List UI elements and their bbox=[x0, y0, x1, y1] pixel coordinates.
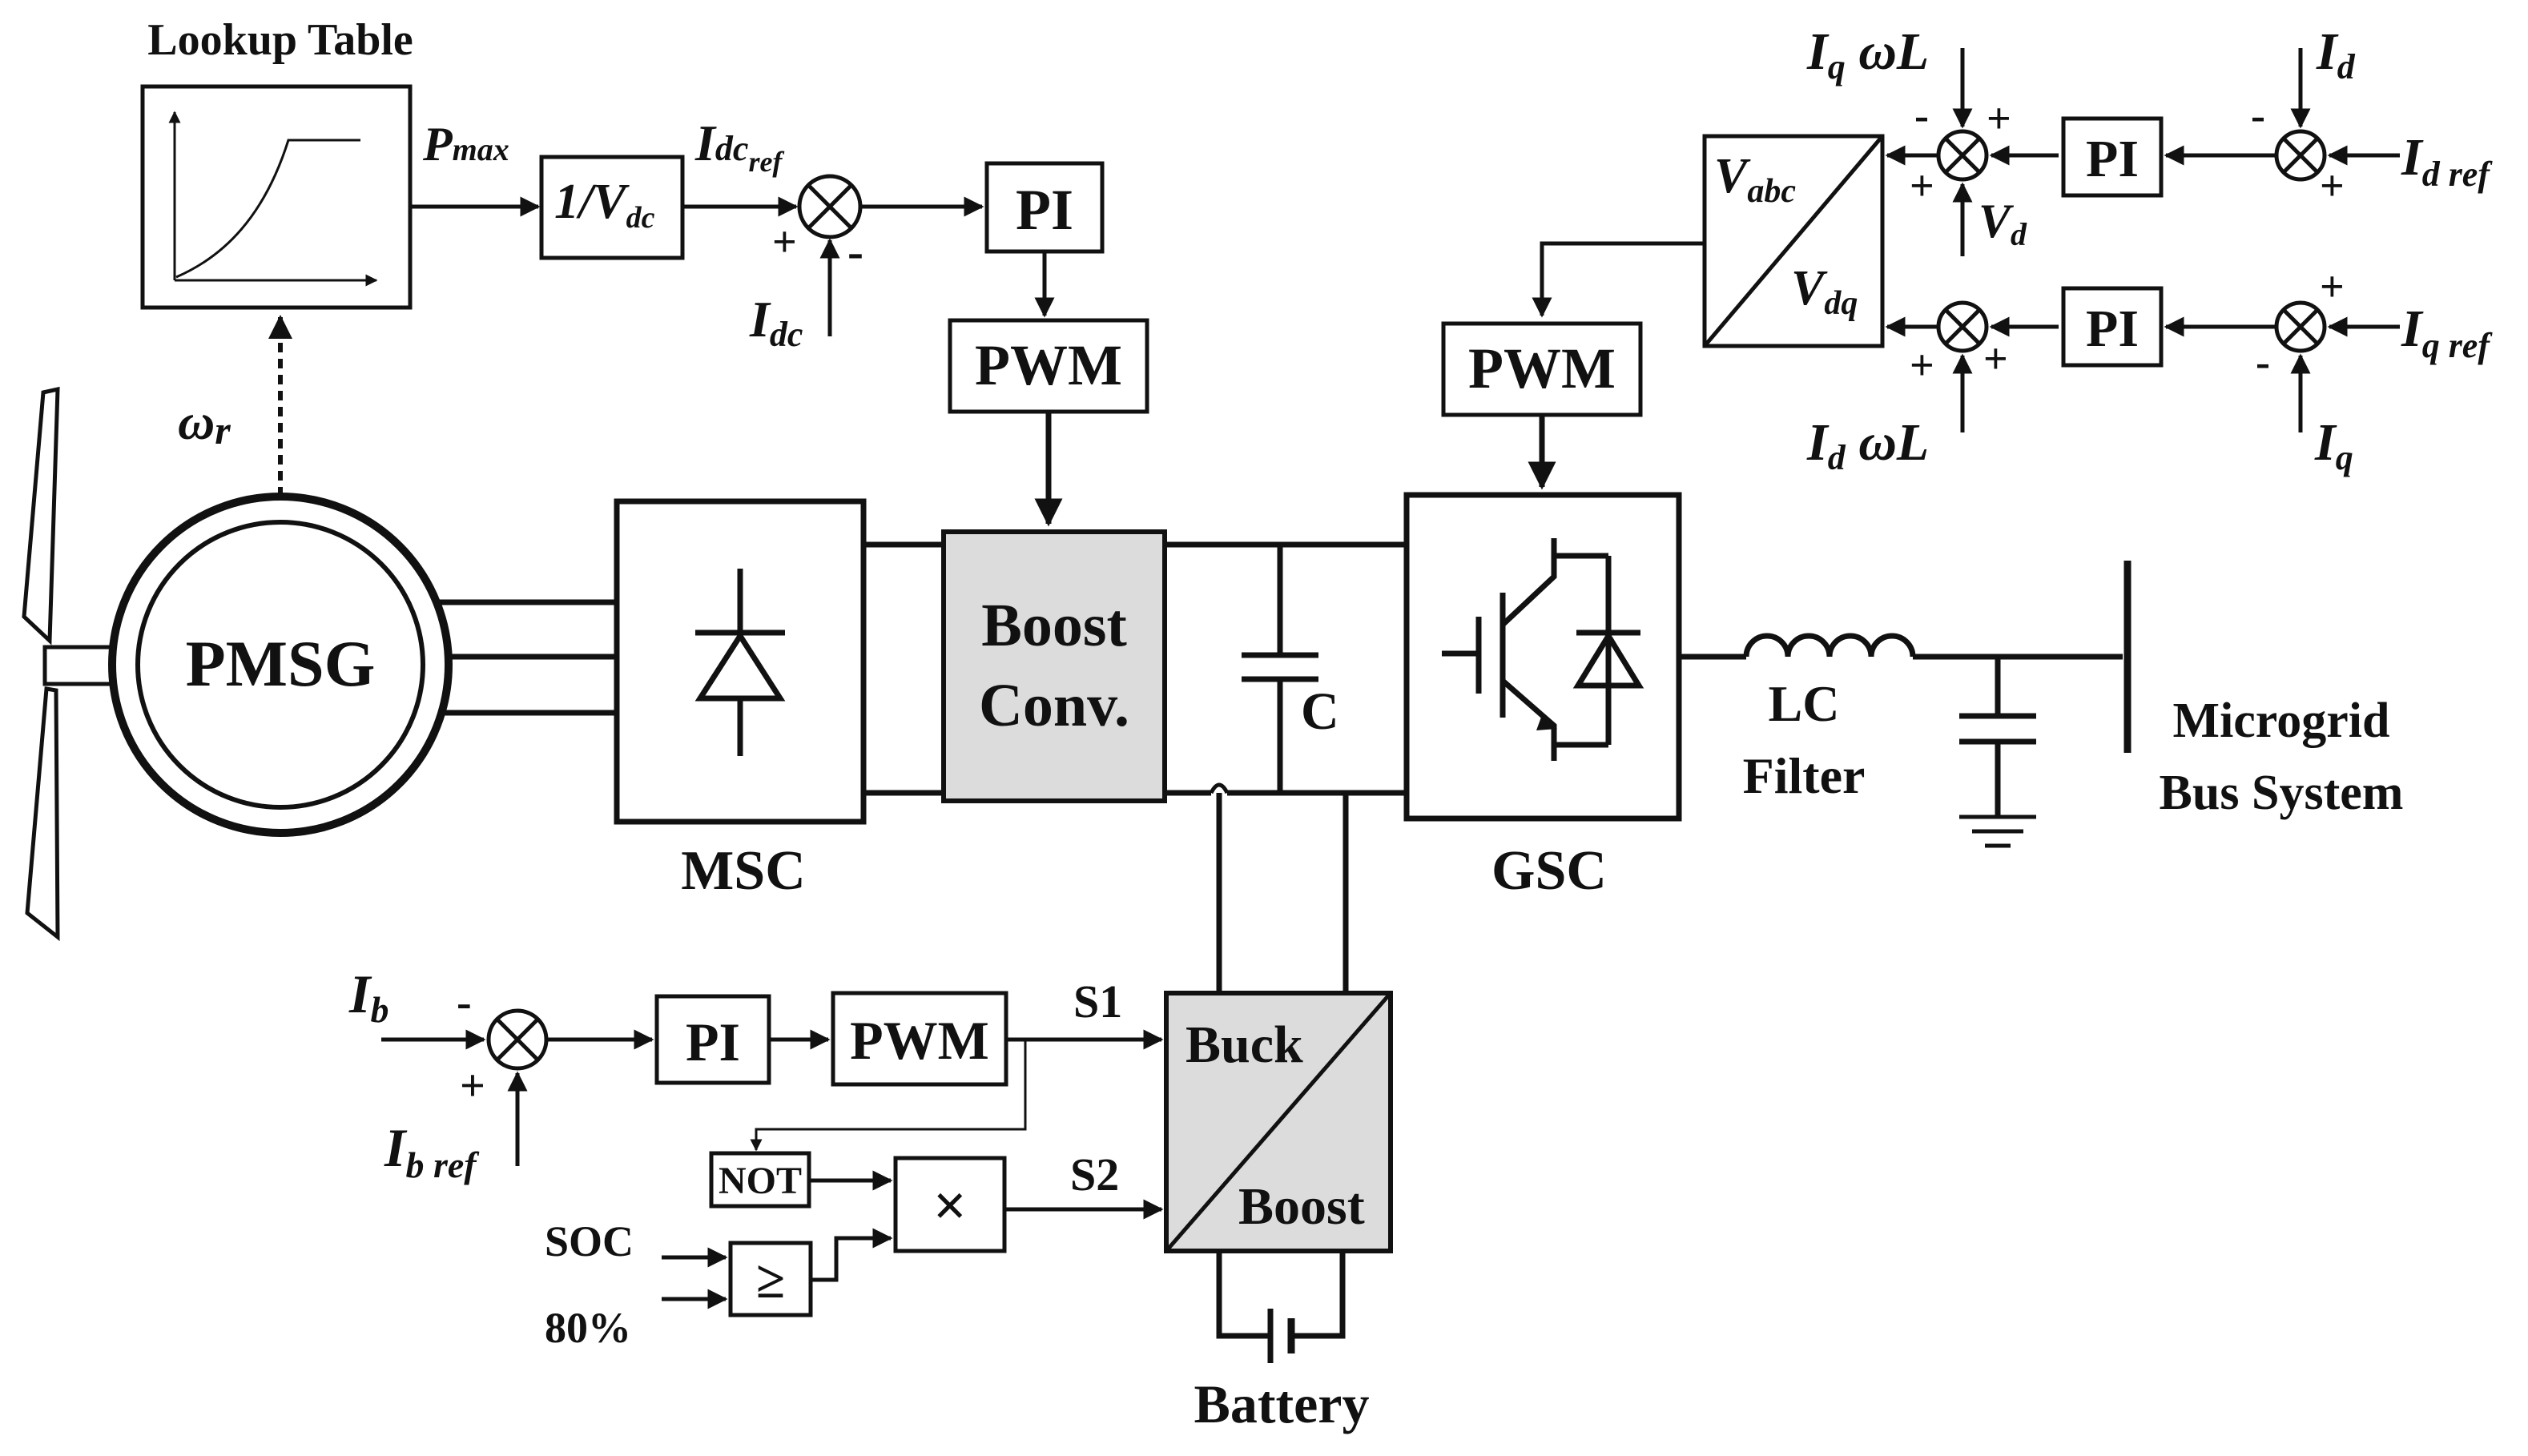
lookup-table-label: Lookup Table bbox=[147, 15, 413, 65]
svg-text:×: × bbox=[933, 1173, 967, 1239]
svg-text:Boost: Boost bbox=[981, 592, 1127, 659]
svg-text:Filter: Filter bbox=[1743, 747, 1866, 804]
svg-text:PI: PI bbox=[2086, 300, 2139, 358]
svg-text:NOT: NOT bbox=[719, 1160, 802, 1202]
battery: Battery bbox=[1194, 1251, 1370, 1434]
svg-text:+: + bbox=[2320, 162, 2345, 210]
pmax-signal: Pmax bbox=[410, 118, 541, 217]
svg-text:Ib ref: Ib ref bbox=[384, 1117, 480, 1185]
svg-text:PI: PI bbox=[686, 1012, 740, 1072]
lc-filter: LC Filter bbox=[1679, 633, 2123, 848]
svg-text:Idc: Idc bbox=[749, 291, 803, 354]
svg-text:Microgrid: Microgrid bbox=[2173, 694, 2390, 748]
svg-text:-: - bbox=[457, 978, 472, 1028]
svg-text:Id ref: Id ref bbox=[2401, 128, 2493, 194]
svg-text:Vabc: Vabc bbox=[1714, 149, 1796, 210]
svg-text:Battery: Battery bbox=[1194, 1374, 1369, 1434]
lookup-table-block: Lookup Table bbox=[140, 15, 413, 310]
svg-text:-: - bbox=[2251, 91, 2265, 139]
pmsg-machine: PMSG bbox=[108, 493, 453, 837]
vabc-vdq-transform: Vabc Vdq bbox=[1702, 134, 1885, 348]
svg-text:C: C bbox=[1301, 682, 1339, 741]
svg-text:Conv.: Conv. bbox=[979, 672, 1129, 739]
svg-text:ωr: ωr bbox=[178, 393, 231, 452]
svg-text:80%: 80% bbox=[545, 1304, 631, 1352]
svg-text:MSC: MSC bbox=[681, 840, 806, 902]
svg-text:Boost: Boost bbox=[1238, 1177, 1365, 1236]
svg-text:Id: Id bbox=[2316, 22, 2356, 86]
svg-text:+: + bbox=[460, 1061, 485, 1111]
q-axis-control: + + Id ωL PI + - Iq Iq ref bbox=[1806, 263, 2493, 477]
battery-current-control: Ib - + Ib ref PI PWM S1 bbox=[348, 963, 1164, 1185]
buck-boost-converter: Buck Boost bbox=[1164, 991, 1393, 1253]
gsc-block: GSC bbox=[1403, 492, 1682, 902]
svg-text:PI: PI bbox=[1016, 178, 1073, 242]
pwm-block-boost: PWM bbox=[948, 318, 1149, 527]
svg-text:Iq ref: Iq ref bbox=[2401, 300, 2493, 365]
svg-text:+: + bbox=[1910, 341, 1934, 389]
microgrid-bus: Microgrid Bus System bbox=[2123, 561, 2404, 820]
svg-text:+: + bbox=[1987, 95, 2011, 143]
pi-block-boost: PI bbox=[984, 161, 1105, 318]
svg-text:Buck: Buck bbox=[1186, 1016, 1303, 1074]
three-phase-lines bbox=[439, 599, 617, 716]
svg-text:Ib: Ib bbox=[348, 963, 388, 1030]
svg-text:1/Vdc: 1/Vdc bbox=[554, 175, 655, 235]
svg-text:Bus System: Bus System bbox=[2160, 766, 2404, 820]
svg-text:LC: LC bbox=[1769, 675, 1840, 732]
msc-block: MSC bbox=[614, 498, 867, 902]
svg-text:S1: S1 bbox=[1073, 975, 1122, 1028]
svg-text:-: - bbox=[2256, 338, 2270, 386]
svg-text:PI: PI bbox=[2086, 130, 2139, 188]
svg-text:Pmax: Pmax bbox=[422, 118, 509, 171]
inv-vdc-block: 1/Vdc bbox=[539, 155, 685, 260]
svg-text:+: + bbox=[1910, 162, 1934, 210]
boost-converter-block: Boost Conv. bbox=[941, 529, 1167, 803]
omega-r-signal: ωr bbox=[178, 315, 292, 497]
svg-text:Idcref: Idcref bbox=[694, 115, 784, 178]
svg-text:GSC: GSC bbox=[1491, 840, 1607, 902]
svg-text:+: + bbox=[2320, 263, 2345, 311]
svg-text:PWM: PWM bbox=[1468, 336, 1616, 400]
svg-text:≥: ≥ bbox=[756, 1251, 785, 1309]
dc-link-capacitor: C bbox=[1165, 541, 1407, 993]
svg-text:SOC: SOC bbox=[545, 1217, 634, 1265]
soc-logic: NOT × S2 SOC 80% ≥ bbox=[545, 1148, 1164, 1352]
svg-text:PMSG: PMSG bbox=[186, 627, 376, 700]
svg-text:-: - bbox=[847, 225, 863, 278]
svg-text:+: + bbox=[1983, 335, 2008, 383]
svg-text:PWM: PWM bbox=[850, 1010, 989, 1071]
svg-text:Vd: Vd bbox=[1979, 195, 2027, 252]
dc-bus-msc-boost bbox=[863, 541, 944, 796]
svg-text:Vdq: Vdq bbox=[1791, 261, 1858, 322]
pwm-block-gsc: PWM bbox=[1441, 241, 1705, 490]
lookup-curve bbox=[175, 139, 360, 279]
svg-text:Iq: Iq bbox=[2314, 413, 2353, 477]
d-axis-control: - + + Iq ωL Vd PI - + Id Id ref bbox=[1806, 22, 2493, 256]
svg-text:Iq ωL: Iq ωL bbox=[1806, 22, 1929, 86]
svg-text:Id ωL: Id ωL bbox=[1806, 413, 1929, 477]
svg-text:S2: S2 bbox=[1070, 1148, 1119, 1201]
svg-text:+: + bbox=[772, 218, 797, 266]
idc-summing-junction: Idcref + - Idc bbox=[682, 115, 984, 354]
svg-text:-: - bbox=[1914, 91, 1929, 139]
svg-text:PWM: PWM bbox=[975, 333, 1122, 397]
